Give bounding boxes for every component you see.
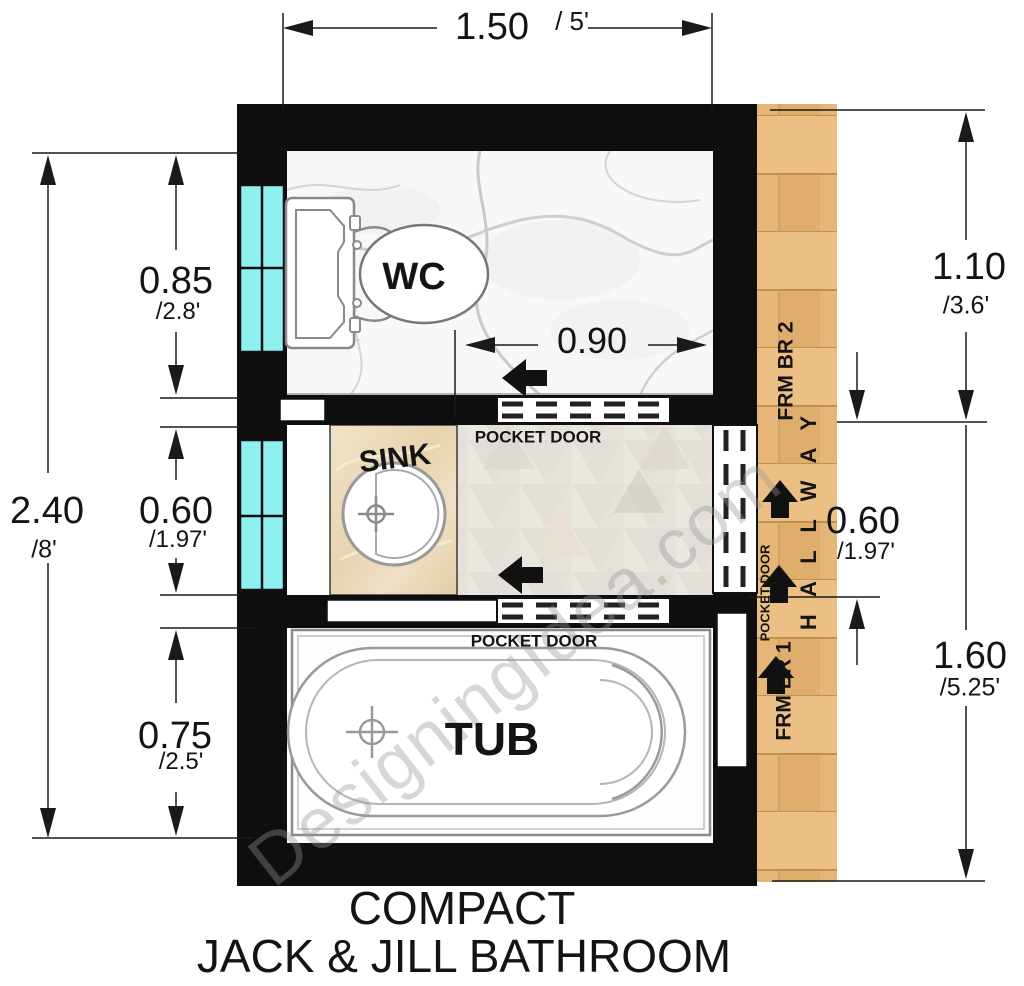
door-pocket-notch-bottom [326, 599, 498, 623]
dim-top-width-ft: / 5' [555, 6, 589, 36]
dim-left-sink-m: 0.60 [139, 490, 213, 532]
dim-right-mid-ft: /1.97' [837, 538, 895, 565]
pocket-door-bottom [326, 597, 671, 625]
toilet [284, 196, 490, 350]
hallway-label: H A L L W A Y [796, 409, 821, 631]
door-pocket-notch-top [279, 398, 326, 422]
wall-top [237, 104, 757, 151]
bathtub [286, 628, 712, 837]
sink-basin [375, 469, 440, 559]
dimension-arrowheads [40, 20, 974, 879]
pocket-door-top-label: POCKET DOOR [474, 427, 602, 447]
entry-arrow-wc-icon [502, 359, 547, 397]
pocket-door-right [712, 424, 758, 768]
wall-bottom [237, 843, 757, 886]
dim-right-mid-m: 0.60 [826, 500, 900, 542]
dimension-graphics [32, 13, 987, 882]
dim-left-sink-ft: /1.97' [149, 526, 207, 553]
window-wc [238, 183, 286, 354]
dim-wc-interior-m: 0.90 [556, 320, 628, 361]
faucet-icon [358, 496, 394, 532]
pocket-door-top [279, 396, 671, 424]
toilet-tank [284, 196, 356, 350]
hallway-arrow-icon [761, 565, 797, 603]
dim-right-bottom-m: 1.60 [933, 635, 1007, 677]
dim-top-width-m: 1.50 [455, 6, 529, 48]
dim-right-bottom-ft: /5.25' [939, 673, 1001, 702]
hallway-arrow-icon [758, 656, 794, 694]
window-sink [238, 438, 286, 592]
toilet-bowl [353, 223, 490, 325]
room-label-tub: TUB [444, 713, 540, 765]
entry-arrow-sink-icon [498, 556, 543, 594]
dim-left-total-m: 2.40 [10, 490, 84, 532]
dim-left-tub-ft: /2.5' [158, 748, 204, 775]
plan-title-line1: COMPACT [348, 882, 576, 934]
dim-left-wc-m: 0.85 [139, 260, 213, 302]
pocket-door-bottom-label: POCKET DOOR [470, 631, 598, 651]
pocket-door-right-label: POCKET DOOR [757, 544, 773, 642]
dim-right-top-ft: /3.6' [942, 291, 990, 320]
dim-left-total-ft: /8' [31, 535, 57, 564]
hallway-from-br2-label: FRM BR 2 [774, 321, 798, 421]
room-label-wc: WC [382, 256, 446, 298]
drain-icon [346, 706, 398, 758]
door-pocket-notch-right [716, 612, 748, 768]
middle-room-floor [287, 424, 713, 596]
dim-right-top-m: 1.10 [932, 246, 1006, 288]
dim-left-tub-m: 0.75 [138, 715, 212, 757]
plan-title-line2: JACK & JILL BATHROOM [196, 930, 732, 982]
hallway-arrow-icon [762, 480, 798, 518]
hallway-from-br1-label: FRM BR 1 [772, 641, 796, 741]
dim-left-wc-ft: /2.8' [155, 298, 201, 325]
sink [341, 461, 447, 567]
